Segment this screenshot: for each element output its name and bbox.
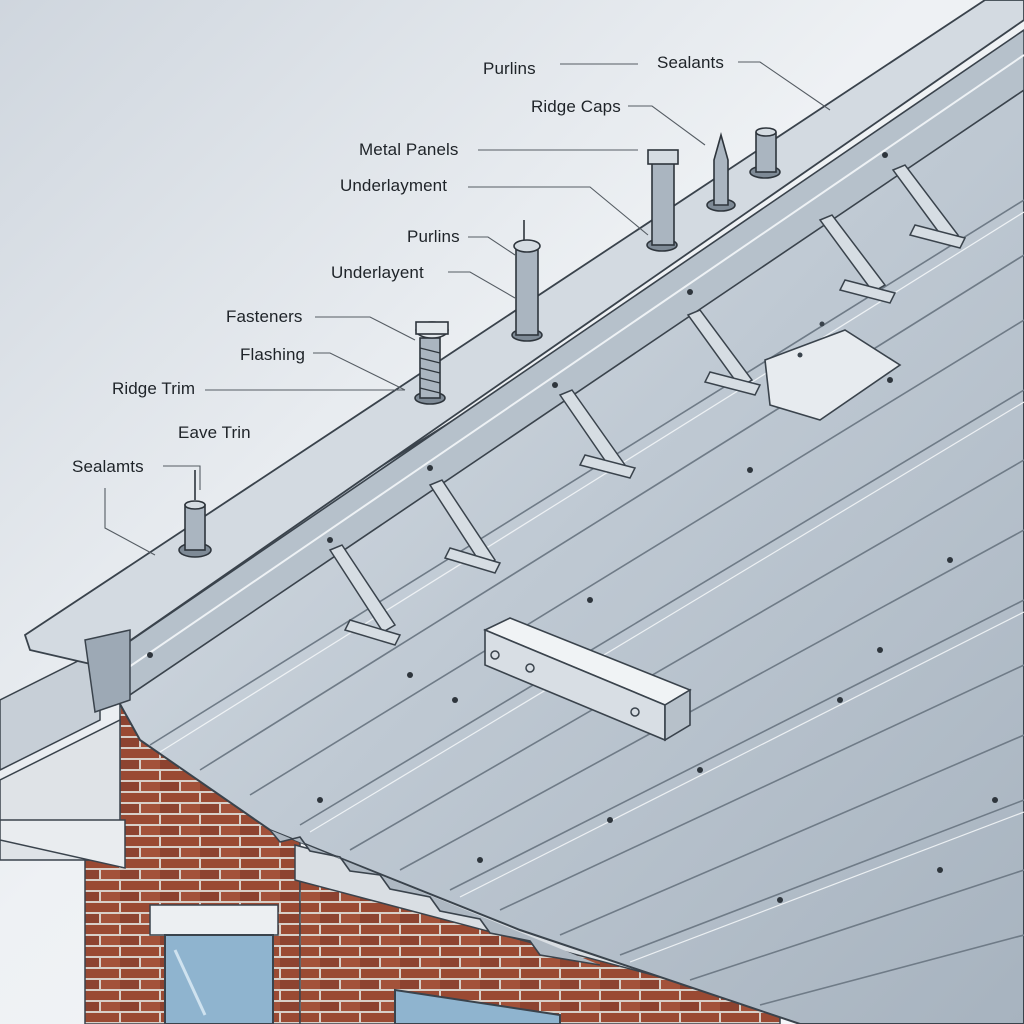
panel-edge-profile [269,829,601,966]
label-sealants-top: Sealants [657,53,724,72]
vent-pipe-icon [706,132,736,212]
metal-roof-plane [88,58,1024,1024]
ridge-cap-block [483,617,692,742]
flashing-plate [764,321,902,421]
vent-fixtures [178,127,781,558]
label-ridge-trim: Ridge Trim [112,379,196,398]
leader-lines [104,61,831,556]
vent-pipe-icon [749,127,781,179]
bracket-icon [818,214,897,304]
window-left [149,904,279,1024]
label-underlayment: Underlayment [340,176,448,195]
label-eave-trim: Eave Trin [178,423,251,442]
bracket-icon [686,309,762,396]
label-sealants-left: Sealamts [72,457,144,476]
window-right [394,988,561,1024]
screw-icon [414,321,449,405]
label-ridge-caps: Ridge Caps [531,97,621,116]
purlin-braces [328,164,967,646]
vent-pipe-icon [511,220,543,342]
vent-pipe-icon [178,470,212,558]
bracket-icon [428,479,502,574]
label-metal-panels: Metal Panels [359,140,459,159]
bracket-icon [328,544,402,646]
bracket-icon [891,164,967,249]
fastener-dots [147,152,998,903]
vent-pipe-icon [646,149,679,252]
label-purlins-top: Purlins [483,59,536,78]
label-fasteners: Fasteners [226,307,303,326]
label-flashing: Flashing [240,345,306,364]
panel-ribs [149,199,1024,1006]
label-purlins-mid: Purlins [407,227,460,246]
eave-fascia [0,648,126,869]
bracket-icon [558,389,637,479]
label-underlayent: Underlayent [331,263,424,282]
